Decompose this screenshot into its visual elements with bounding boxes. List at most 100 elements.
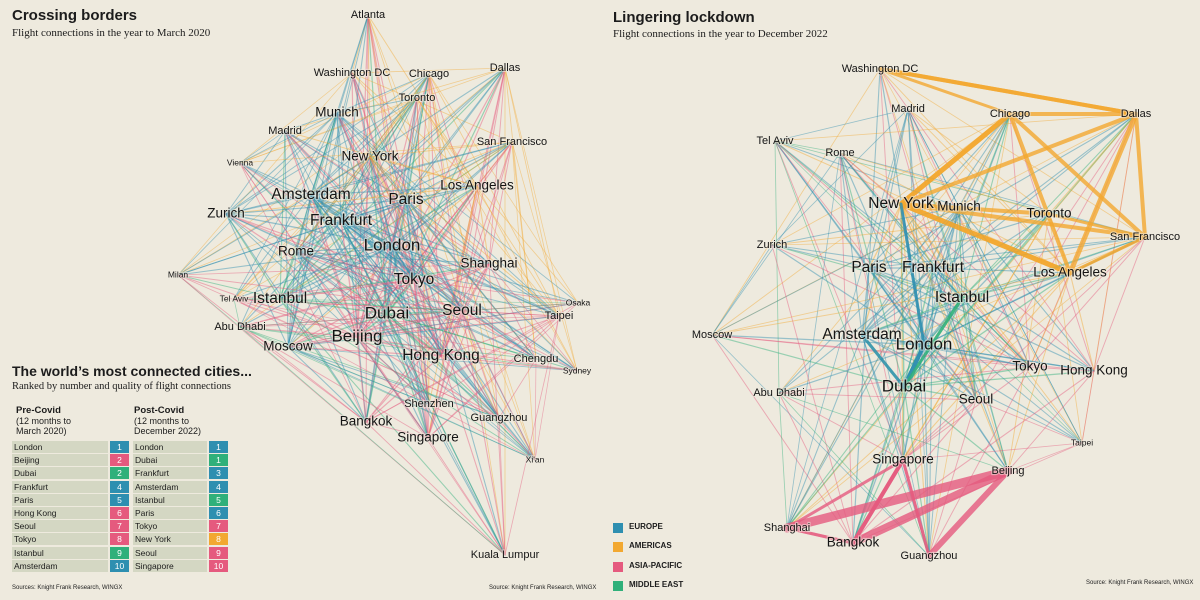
connection-line [336, 73, 430, 114]
connection-line [367, 14, 430, 405]
connection-line [711, 334, 1031, 368]
connection-line [1093, 236, 1146, 372]
connection-line [461, 310, 578, 372]
connection-line [839, 152, 930, 557]
connection-line [365, 355, 442, 423]
connection-line [961, 297, 1031, 368]
connection-line [907, 108, 1050, 215]
connection-line [386, 67, 506, 315]
connection-line [284, 130, 393, 247]
city-label-rome: Rome [278, 244, 314, 259]
ranking-number: 9 [209, 546, 228, 559]
connection-line [233, 298, 358, 338]
city-label-tokyo: Tokyo [1012, 359, 1047, 374]
connection-line [958, 113, 1011, 208]
city-label-chengdu: Chengdu [514, 353, 559, 365]
ranking-city: Istanbul [133, 493, 207, 506]
connection-line [932, 236, 1146, 269]
legend-label-middle-east: MIDDLE EAST [629, 579, 684, 589]
right-panel-source: Source: Knight Frank Research, WINGX [1086, 580, 1194, 586]
connection-line [233, 298, 430, 405]
connection-line [1081, 370, 1095, 444]
connection-line-strong [898, 201, 1073, 276]
connection-line [839, 152, 854, 544]
connection-line [287, 310, 463, 348]
city-label-xi-an: Xi'an [526, 454, 545, 464]
connection-line [225, 213, 536, 461]
connection-line [340, 141, 513, 222]
city-label-london: London [364, 235, 421, 254]
connection-line [923, 344, 1031, 368]
ranking-city: Beijing [12, 454, 108, 467]
connection-line [1007, 370, 1095, 472]
connection-line [774, 140, 841, 154]
connection-line [336, 112, 579, 304]
connection-line [416, 97, 560, 317]
ranking-number: 10 [110, 559, 129, 572]
ranking-number: 2 [110, 454, 129, 467]
connection-line [225, 112, 338, 215]
connection-line [295, 251, 560, 317]
connection-line [340, 220, 358, 338]
connection-line [177, 274, 367, 423]
connection-line [488, 263, 506, 556]
city-label-sydney: Sydney [563, 365, 592, 375]
connection-line [932, 267, 1009, 472]
city-label-moscow: Moscow [263, 339, 313, 354]
connection-line [774, 113, 1137, 142]
connection-line [369, 156, 500, 419]
connection-line [975, 399, 1083, 444]
ranking-number: 1 [110, 441, 129, 453]
connection-line [405, 199, 463, 312]
connection-line [868, 267, 925, 346]
connection-line [336, 97, 418, 114]
connection-line [861, 236, 1146, 336]
connection-line [786, 113, 1137, 529]
connection-line [356, 67, 506, 338]
connection-line [279, 220, 342, 300]
connection-line [369, 141, 513, 158]
connection-line [233, 156, 371, 300]
connection-line [310, 141, 513, 196]
connection-line [295, 220, 342, 253]
connection-line [369, 73, 430, 158]
connection-line [336, 112, 429, 439]
connection-line-strong [899, 202, 926, 347]
connection-line [427, 141, 513, 439]
connection-line [177, 274, 241, 328]
connection-line-strong [1047, 212, 1147, 239]
connection-line [488, 263, 537, 360]
connection-line [868, 113, 1137, 269]
connection-line [391, 245, 579, 304]
connection-line [961, 272, 1071, 299]
post-connections [711, 67, 1147, 559]
connection-line [774, 140, 925, 346]
ranking-number: 2 [110, 467, 129, 480]
connection-line [225, 213, 537, 360]
connection-line-strong [1067, 111, 1139, 276]
connection-line [778, 344, 925, 394]
city-label-paris: Paris [388, 191, 424, 208]
connection-line [440, 67, 506, 357]
city-label-madrid: Madrid [268, 125, 302, 137]
ranking-number: 5 [209, 493, 228, 506]
connection-line [177, 112, 338, 276]
ranking-title: The world’s most connected cities... [12, 363, 252, 379]
connection-line [391, 245, 536, 461]
city-label-tel-aviv: Tel Aviv [220, 293, 249, 303]
connection-line [336, 112, 500, 419]
connection-line [340, 199, 407, 222]
connection-line [900, 203, 1083, 444]
connection-line [279, 245, 393, 300]
connection-line [488, 141, 513, 265]
connection-line [861, 334, 1031, 368]
connection-line [239, 326, 429, 439]
connection-line [861, 203, 902, 336]
connection-line [177, 274, 281, 300]
connection-line [279, 97, 418, 300]
legend-label-europe: EUROPE [629, 522, 663, 531]
city-label-abu-dhabi: Abu Dhabi [214, 321, 265, 333]
connection-line [336, 112, 367, 423]
